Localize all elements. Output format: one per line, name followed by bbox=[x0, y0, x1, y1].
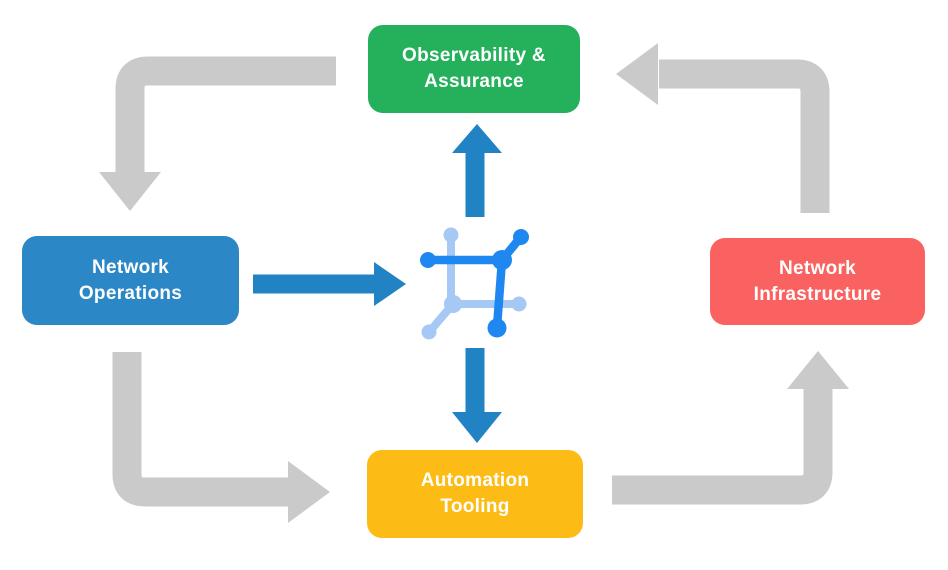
node-label-line: Tooling bbox=[440, 496, 510, 517]
arrow-center-to-automation bbox=[452, 348, 502, 443]
arrow-operations-to-center bbox=[253, 262, 406, 306]
node-automation-tooling: Automation Tooling bbox=[367, 450, 583, 538]
node-label-line: Infrastructure bbox=[753, 283, 882, 305]
node-network-infrastructure: Network Infrastructure bbox=[710, 238, 925, 325]
node-label-line: Network bbox=[778, 257, 857, 279]
arrow-observability-to-operations bbox=[99, 56, 336, 211]
node-label-line: Operations bbox=[78, 282, 183, 304]
node-network-operations: Network Operations bbox=[22, 236, 239, 325]
arrow-center-to-observability bbox=[452, 124, 502, 217]
node-label-line: Observability & bbox=[402, 45, 546, 66]
arrow-operations-to-automation bbox=[112, 352, 330, 523]
network-mesh-icon bbox=[420, 227, 529, 340]
node-label-line: Automation bbox=[420, 470, 530, 491]
node-observability-assurance: Observability & Assurance bbox=[368, 25, 580, 113]
arrow-infrastructure-to-observability bbox=[616, 43, 830, 213]
node-label-line: Assurance bbox=[424, 71, 524, 92]
node-label-line: Network bbox=[91, 256, 170, 278]
arrow-automation-to-infrastructure bbox=[612, 351, 849, 505]
